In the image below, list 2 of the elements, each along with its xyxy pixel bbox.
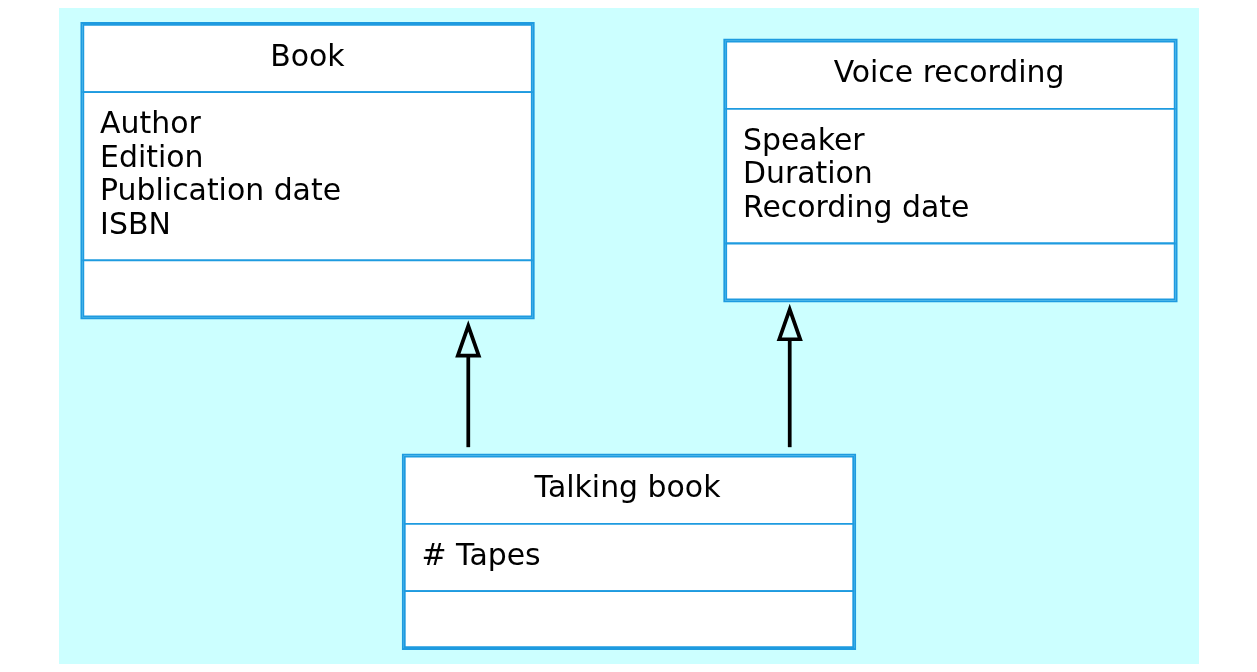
arrow [776, 303, 803, 448]
arrow [454, 320, 481, 448]
